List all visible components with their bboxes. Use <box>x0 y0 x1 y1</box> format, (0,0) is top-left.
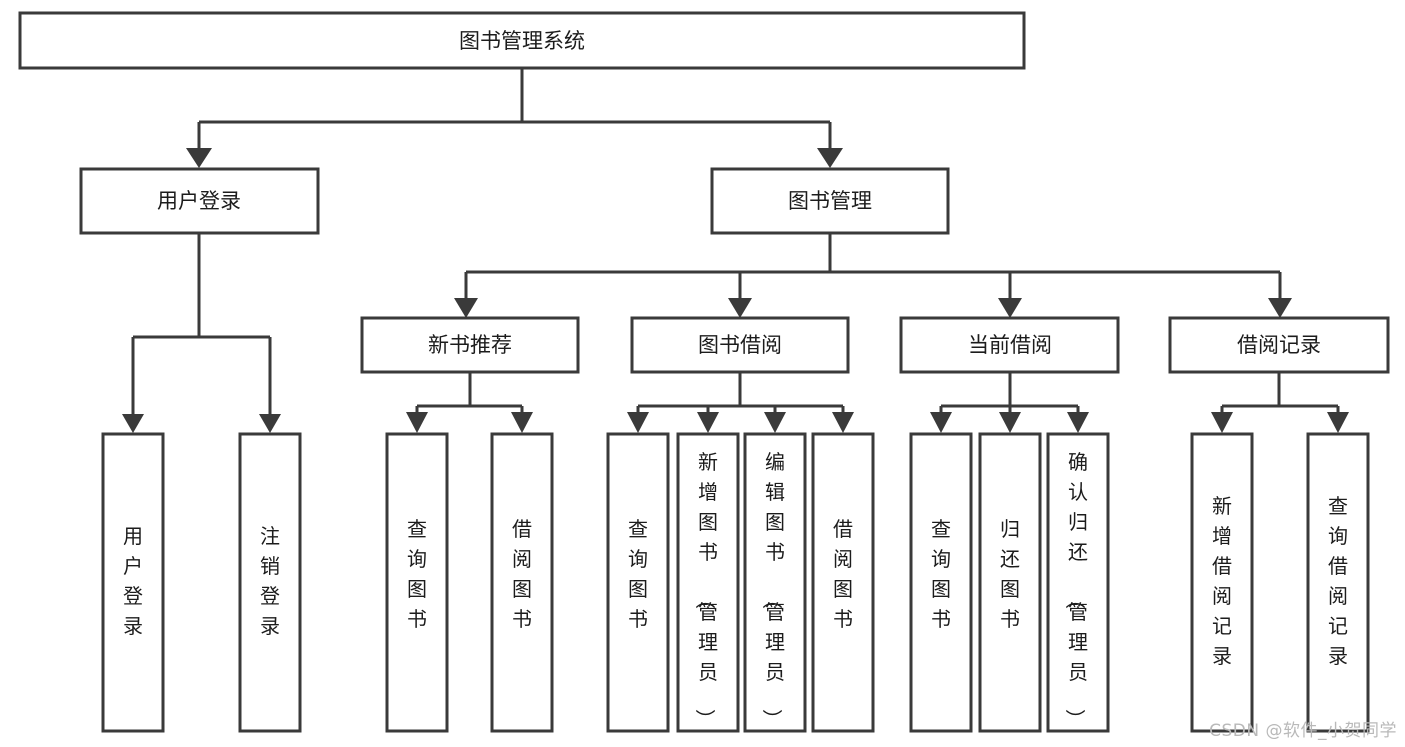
arrow-to-leaf-borrow-book-2 <box>832 412 854 433</box>
node-leaf-borrow-book-1-label: 借阅图书 <box>512 517 532 631</box>
node-borrow-record-box[interactable] <box>1168 316 1390 374</box>
node-leaf-borrow-book-1-box[interactable] <box>490 432 554 733</box>
node-leaf-query-book-3-label: 查询图书 <box>931 517 951 631</box>
node-current-borrow[interactable]: 当前借阅 <box>899 316 1120 374</box>
connector-group-root <box>186 68 843 168</box>
arrow-to-leaf-return-book <box>999 412 1021 433</box>
node-leaf-user-login[interactable]: 用户登录 <box>101 432 165 733</box>
node-leaf-confirm-return-box[interactable] <box>1046 432 1110 733</box>
arrow-to-leaf-query-record <box>1327 412 1349 433</box>
node-book-management-label: 图书管理 <box>788 189 872 213</box>
node-leaf-query-book-1-box[interactable] <box>385 432 449 733</box>
node-leaf-borrow-book-2[interactable]: 借阅图书 <box>811 432 875 733</box>
node-leaf-return-book[interactable]: 归还图书 <box>978 432 1042 733</box>
node-book-management-box[interactable] <box>710 167 950 235</box>
node-current-borrow-label: 当前借阅 <box>968 333 1052 357</box>
connector-group-book-management <box>454 233 1292 318</box>
node-leaf-add-record-label: 新增借阅记录 <box>1212 494 1232 668</box>
node-leaf-query-book-1[interactable]: 查询图书 <box>385 432 449 733</box>
arrow-to-leaf-borrow-book-1 <box>511 412 533 433</box>
node-leaf-add-book-box[interactable] <box>676 432 740 733</box>
connector-group-book-borrow <box>627 372 854 433</box>
arrow-to-book-management <box>817 148 843 168</box>
node-leaf-borrow-book-1[interactable]: 借阅图书 <box>490 432 554 733</box>
node-book-borrow[interactable]: 图书借阅 <box>630 316 850 374</box>
node-user-login-box[interactable] <box>79 167 320 235</box>
node-leaf-query-book-2-label: 查询图书 <box>628 517 648 631</box>
node-book-borrow-box[interactable] <box>630 316 850 374</box>
node-book-borrow-label: 图书借阅 <box>698 333 782 357</box>
node-root-label: 图书管理系统 <box>459 29 585 53</box>
node-leaf-user-login-label: 用户登录 <box>123 524 143 638</box>
arrow-to-user-login <box>186 148 212 168</box>
node-leaf-edit-book[interactable]: 编辑图书（管理员） <box>743 432 807 733</box>
node-leaf-query-record[interactable]: 查询借阅记录 <box>1306 432 1370 733</box>
node-current-borrow-box[interactable] <box>899 316 1120 374</box>
node-leaf-user-login-box[interactable] <box>101 432 165 733</box>
node-leaf-query-book-3-box[interactable] <box>909 432 973 733</box>
node-leaf-query-book-2-box[interactable] <box>606 432 670 733</box>
connector-group-current-borrow <box>930 372 1089 433</box>
arrow-to-current-borrow <box>998 298 1022 318</box>
node-root-box[interactable] <box>18 11 1026 70</box>
node-leaf-query-book-1-label: 查询图书 <box>407 517 427 631</box>
node-leaf-return-book-box[interactable] <box>978 432 1042 733</box>
node-leaf-return-book-label: 归还图书 <box>1000 517 1020 631</box>
node-leaf-user-logout[interactable]: 注销登录 <box>238 432 302 733</box>
node-book-management[interactable]: 图书管理 <box>710 167 950 235</box>
connector-group-user-login <box>122 233 281 433</box>
node-leaf-edit-book-label: 编辑图书（管理员） <box>760 450 785 729</box>
arrow-to-book-borrow <box>728 298 752 318</box>
node-leaf-query-record-label: 查询借阅记录 <box>1328 494 1348 668</box>
node-user-login-label: 用户登录 <box>157 189 241 213</box>
connector-group-new-book-recommend <box>406 372 533 433</box>
node-new-book-recommend-box[interactable] <box>360 316 580 374</box>
node-new-book-recommend-label: 新书推荐 <box>428 333 512 357</box>
node-leaf-borrow-book-2-box[interactable] <box>811 432 875 733</box>
node-new-book-recommend[interactable]: 新书推荐 <box>360 316 580 374</box>
node-leaf-query-book-3[interactable]: 查询图书 <box>909 432 973 733</box>
node-leaf-edit-book-box[interactable] <box>743 432 807 733</box>
arrow-to-leaf-add-book <box>697 412 719 433</box>
arrow-to-leaf-add-record <box>1211 412 1233 433</box>
node-leaf-add-book-label: 新增图书（管理员） <box>693 450 718 729</box>
arrow-to-leaf-query-book-1 <box>406 412 428 433</box>
arrow-to-leaf-edit-book <box>764 412 786 433</box>
arrow-to-leaf-query-book-2 <box>627 412 649 433</box>
arrow-to-leaf-confirm-return <box>1067 412 1089 433</box>
node-leaf-query-book-2[interactable]: 查询图书 <box>606 432 670 733</box>
node-leaf-user-logout-box[interactable] <box>238 432 302 733</box>
node-leaf-query-record-box[interactable] <box>1306 432 1370 733</box>
arrow-to-new-book-recommend <box>454 298 478 318</box>
node-root[interactable]: 图书管理系统 <box>18 11 1026 70</box>
arrow-to-leaf-user-logout <box>259 414 281 433</box>
arrow-to-borrow-record <box>1268 298 1292 318</box>
csdn-watermark: CSDN @软件_小贺同学 <box>1209 721 1397 741</box>
node-borrow-record-label: 借阅记录 <box>1237 333 1321 357</box>
node-leaf-add-book[interactable]: 新增图书（管理员） <box>676 432 740 733</box>
arrow-to-leaf-user-login <box>122 414 144 433</box>
connector-group-borrow-record <box>1211 372 1349 433</box>
node-leaf-borrow-book-2-label: 借阅图书 <box>833 517 853 631</box>
node-leaf-confirm-return-label: 确认归还（管理员） <box>1063 450 1088 729</box>
node-user-login[interactable]: 用户登录 <box>79 167 320 235</box>
node-leaf-add-record[interactable]: 新增借阅记录 <box>1190 432 1254 733</box>
arrow-to-leaf-query-book-3 <box>930 412 952 433</box>
node-borrow-record[interactable]: 借阅记录 <box>1168 316 1390 374</box>
node-leaf-confirm-return[interactable]: 确认归还（管理员） <box>1046 432 1110 733</box>
node-leaf-user-logout-label: 注销登录 <box>260 524 280 638</box>
node-leaf-add-record-box[interactable] <box>1190 432 1254 733</box>
